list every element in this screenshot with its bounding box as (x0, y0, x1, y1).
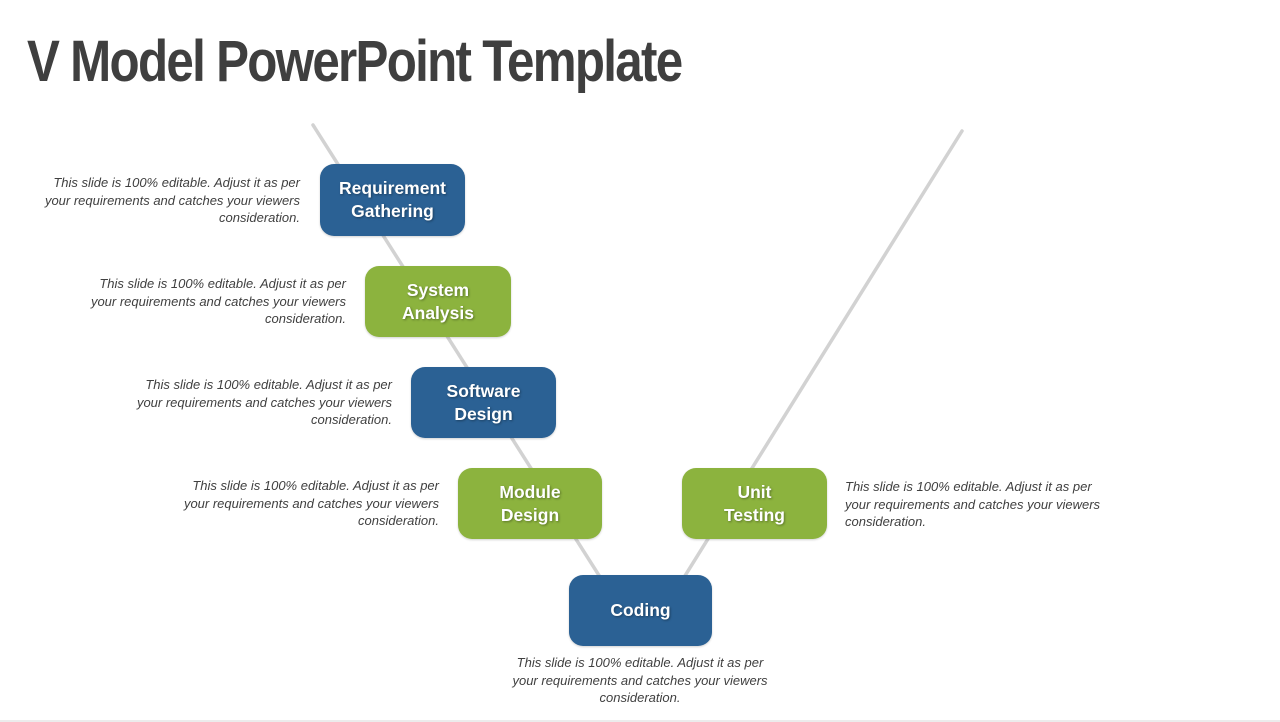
node-system-analysis[interactable]: System Analysis (365, 266, 511, 337)
note-system-analysis: This slide is 100% editable. Adjust it a… (90, 276, 346, 326)
note-coding: This slide is 100% editable. Adjust it a… (512, 655, 768, 705)
node-module-design[interactable]: Module Design (458, 468, 602, 539)
note-module-design: This slide is 100% editable. Adjust it a… (183, 478, 439, 528)
v-right-line (643, 129, 964, 642)
node-unit-testing-label: Unit Testing (724, 481, 785, 525)
node-software-design-label: Software Design (446, 380, 521, 424)
node-module-design-label: Module Design (499, 481, 561, 525)
node-unit-testing[interactable]: Unit Testing (682, 468, 827, 539)
note-software-design: This slide is 100% editable. Adjust it a… (136, 377, 392, 427)
node-system-analysis-label: System Analysis (402, 279, 474, 323)
node-coding[interactable]: Coding (569, 575, 712, 646)
node-coding-label: Coding (610, 600, 671, 620)
page-title: V Model PowerPoint Template (27, 29, 683, 94)
note-requirement-gathering: This slide is 100% editable. Adjust it a… (44, 175, 300, 225)
node-software-design[interactable]: Software Design (411, 367, 556, 438)
note-unit-testing: This slide is 100% editable. Adjust it a… (845, 479, 1101, 529)
node-requirement-gathering[interactable]: Requirement Gathering (320, 164, 465, 236)
node-requirement-gathering-label: Requirement Gathering (339, 178, 446, 221)
